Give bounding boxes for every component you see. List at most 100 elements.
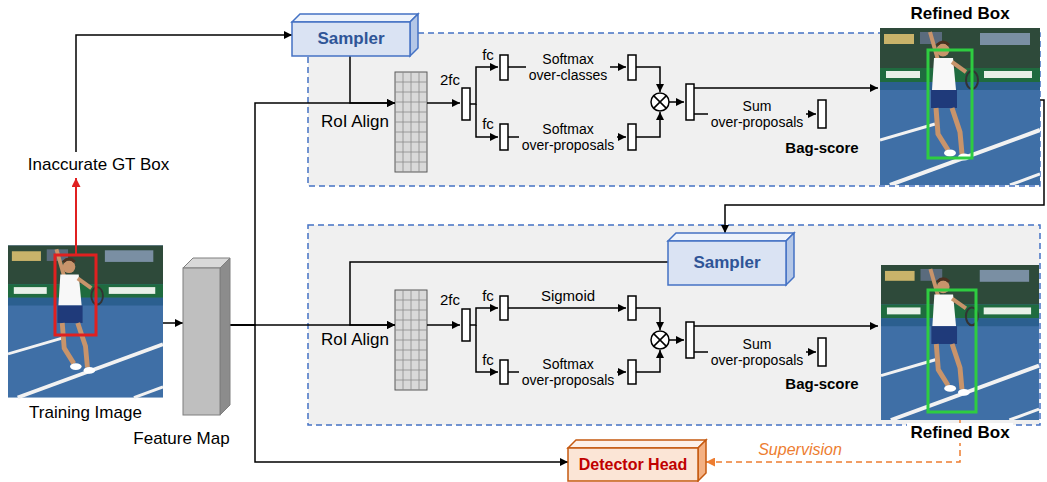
roi-align: RoI Align [395, 290, 427, 390]
layer-label: fc [482, 115, 494, 133]
note-text: Inaccurate GT Box [28, 155, 169, 175]
label-holder: Refined Box [880, 423, 1040, 443]
roi-align: RoI Align [395, 72, 427, 172]
box-side-face [698, 440, 706, 481]
bag-score-vector [818, 100, 826, 128]
operation-label: Softmax over-proposals [519, 354, 618, 390]
feature-vector [500, 124, 508, 150]
score-vector [628, 360, 636, 384]
refined-photo [881, 265, 1039, 420]
roi-grid [395, 290, 427, 390]
gt-box-note: Inaccurate GT Box [17, 152, 180, 178]
box-top-face [668, 233, 794, 241]
label-holder: Softmax over-classes [510, 51, 626, 83]
box-top-face [292, 14, 418, 22]
roi-grid [395, 72, 427, 172]
roi-grids [395, 72, 427, 390]
score-vector [628, 55, 636, 80]
edge-label-holder: Supervision [755, 440, 845, 459]
label-holder: Feature Map [123, 429, 240, 449]
connector [75, 178, 77, 243]
score-vector [686, 322, 694, 358]
label-holder: Refined Box [880, 4, 1040, 24]
score-vector [628, 296, 636, 320]
sampler-label: Sampler [693, 253, 760, 273]
operation-label: Softmax over-classes [526, 49, 611, 85]
feature-map-label: Feature Map [123, 429, 240, 449]
sampler-box: Sampler [668, 233, 794, 285]
feature-map-slab [183, 258, 230, 415]
label-holder: Training Image [8, 403, 163, 423]
roi-grid-lines [395, 290, 427, 390]
detector-head: Detector Head [568, 440, 706, 481]
sampler-label: Sampler [317, 29, 384, 49]
box-top-face [568, 440, 706, 448]
refined-photo [880, 28, 1040, 185]
label-holder: fc [482, 115, 494, 133]
layer-label: fc [482, 287, 494, 305]
label-holder: fc [482, 287, 494, 305]
flow-arrow [669, 339, 684, 341]
slab-side-face [220, 258, 230, 415]
operation-label: Sigmoid [541, 287, 595, 305]
label-holder: RoI Align [321, 112, 389, 132]
product-symbol-cross [654, 334, 667, 347]
roi-align-label: RoI Align [321, 112, 389, 132]
score-vector [686, 84, 694, 120]
stage-two-pipeline [427, 296, 878, 384]
label-holder: Softmax over-proposals [510, 121, 626, 153]
training-photo [8, 245, 163, 397]
feature-vector [500, 55, 508, 80]
layer-label: fc [482, 351, 494, 369]
sampler-box: Sampler [292, 14, 418, 56]
operation-label: Sum over-proposals [708, 96, 807, 132]
edge-label: Supervision [755, 440, 845, 459]
box-front-face [668, 241, 786, 285]
red-lead [75, 243, 77, 255]
flow-arrow [470, 308, 498, 325]
layer-label: 2fc [440, 71, 460, 89]
label-holder: Softmax over-proposals [510, 356, 626, 388]
flow-arrow [694, 87, 878, 89]
refined-green-box [928, 290, 976, 412]
product-symbol-cross [654, 96, 667, 109]
stage-one-pipeline [427, 55, 878, 150]
image-caption: Training Image [8, 403, 163, 423]
box-front-face [568, 448, 698, 481]
roi-grid-lines [395, 72, 427, 172]
flow-arrow [636, 67, 660, 92]
detector-head-label: Detector Head [579, 455, 687, 474]
refined-box-label: Refined Box [907, 423, 1012, 443]
feature-vector [462, 309, 470, 341]
label-holder: fc [482, 351, 494, 369]
label-holder: Sampler [292, 22, 410, 56]
feature-vector [500, 360, 508, 384]
layer-label: 2fc [440, 291, 460, 309]
feature-vector [500, 296, 508, 320]
flow-arrow [636, 350, 660, 372]
flow-arrow [470, 67, 498, 104]
label-holder: Sampler [668, 241, 786, 285]
photos [8, 28, 1040, 420]
feature-map: Feature Map [183, 258, 230, 415]
flow-arrow [476, 325, 498, 372]
box-front-face [292, 22, 410, 56]
score-vector [628, 124, 636, 150]
refined-image: Refined Box [880, 28, 1040, 185]
flow-arrow [427, 324, 460, 326]
label-holder: 2fc [440, 71, 460, 89]
connector [163, 322, 183, 324]
slab-front-face [183, 268, 220, 415]
flow-arrow [476, 104, 498, 137]
bag-score-label: Bag-score [785, 375, 858, 393]
connector [350, 56, 395, 103]
refined-box-label: Refined Box [880, 4, 1040, 24]
label-holder: Sum over-proposals [699, 336, 815, 368]
operation-label: Softmax over-proposals [519, 119, 618, 155]
box-side-face [786, 233, 794, 285]
box-side-face [410, 14, 418, 56]
bag-score-label: Bag-score [785, 139, 858, 157]
training-image: Training Image [8, 243, 163, 400]
